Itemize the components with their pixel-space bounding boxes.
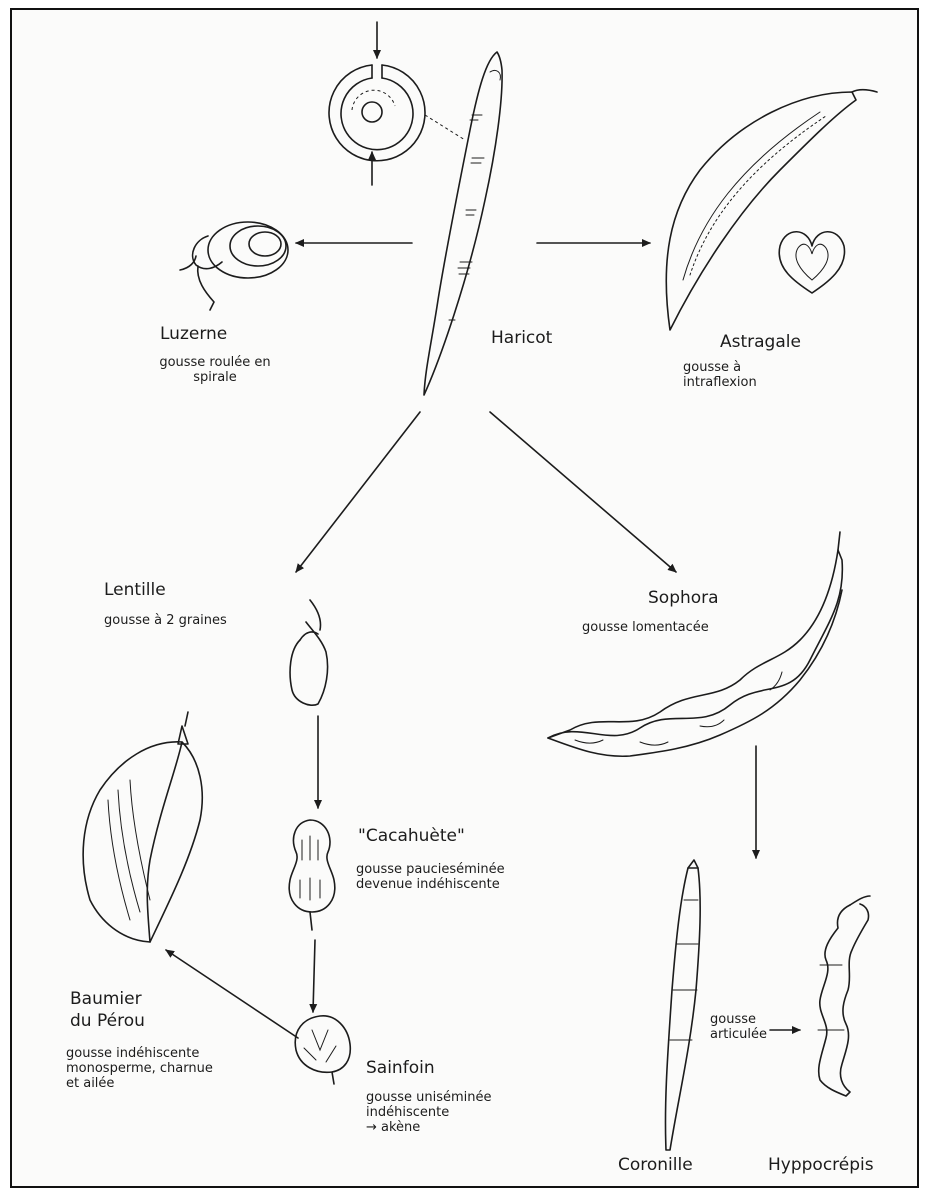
cacahuete-desc-line-2: devenue indéhiscente (356, 877, 505, 892)
sophora-pod-drawing (548, 532, 842, 756)
coronille-label: Coronille (618, 1155, 693, 1175)
hyppocrepis-label: Hyppocrépis (768, 1155, 874, 1175)
sainfoin-desc-line-1: gousse uniséminée (366, 1090, 492, 1105)
sainfoin-description: gousse uniséminée indéhiscente → akène (366, 1090, 492, 1135)
luzerne-description: gousse roulée en spirale (140, 355, 290, 385)
cacahuete-desc-line-1: gousse paucieséminée (356, 862, 505, 877)
coronille-pod-drawing (665, 860, 700, 1150)
astragale-desc-line-1: gousse à (683, 360, 757, 375)
cacahuete-description: gousse paucieséminée devenue indéhiscent… (356, 862, 505, 892)
sainfoin-pod-drawing (295, 1016, 350, 1084)
sainfoin-desc-line-3: → akène (366, 1120, 492, 1135)
articulee-description: gousse articulée (710, 1012, 767, 1042)
sophora-label: Sophora (648, 588, 719, 608)
sophora-description: gousse lomentacée (582, 620, 709, 635)
sainfoin-label: Sainfoin (366, 1058, 435, 1078)
baumier-pod-drawing (83, 712, 202, 942)
baumier-description: gousse indéhiscente monosperme, charnue … (66, 1046, 213, 1091)
baumier-label-line-2: du Pérou (70, 1010, 145, 1032)
luzerne-pod-drawing (180, 222, 288, 310)
baumier-label: Baumier du Pérou (70, 988, 145, 1032)
haricot-label: Haricot (491, 328, 552, 348)
articulee-desc-line-2: articulée (710, 1027, 767, 1042)
lentille-desc-line-1: gousse à 2 graines (104, 613, 227, 628)
astragale-description: gousse à intraflexion (683, 360, 757, 390)
cacahuete-label: "Cacahuète" (358, 826, 465, 846)
astragale-pod-drawing (666, 90, 877, 330)
lentille-label: Lentille (104, 580, 166, 600)
lentille-description: gousse à 2 graines (104, 613, 227, 628)
astragale-label: Astragale (720, 332, 801, 352)
sophora-desc-line-1: gousse lomentacée (582, 620, 709, 635)
lentille-pod-drawing (290, 600, 328, 705)
luzerne-desc-line-2: spirale (140, 370, 290, 385)
baumier-desc-line-2: monosperme, charnue (66, 1061, 213, 1076)
articulee-desc-line-1: gousse (710, 1012, 767, 1027)
sainfoin-desc-line-2: indéhiscente (366, 1105, 492, 1120)
baumier-desc-line-3: et ailée (66, 1076, 213, 1091)
haricot-cross-section (329, 22, 425, 185)
cacahuete-pod-drawing (289, 820, 335, 930)
astragale-desc-line-2: intraflexion (683, 375, 757, 390)
luzerne-label: Luzerne (160, 324, 227, 344)
hyppocrepis-pod-drawing (818, 896, 870, 1096)
baumier-desc-line-1: gousse indéhiscente (66, 1046, 213, 1061)
luzerne-desc-line-1: gousse roulée en (140, 355, 290, 370)
baumier-label-line-1: Baumier (70, 988, 145, 1010)
